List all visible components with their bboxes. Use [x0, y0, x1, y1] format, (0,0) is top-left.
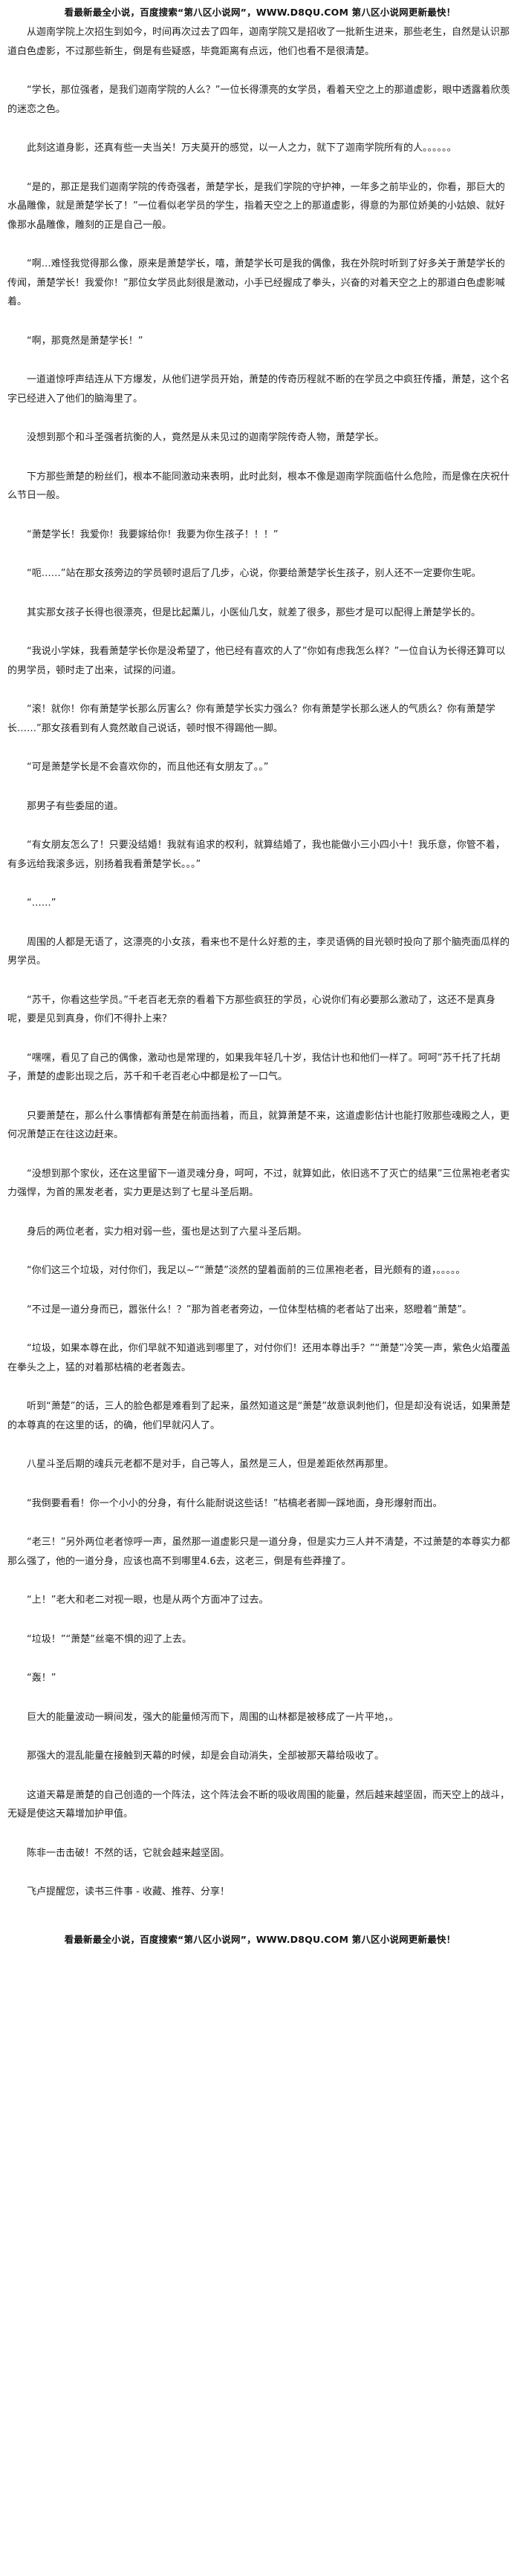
- paragraph: “是的，那正是我们迦南学院的传奇强者，萧楚学长，是我们学院的守护神，一年多之前毕…: [7, 181, 505, 231]
- paragraph: “你们这三个垃圾，对付你们，我足以~”“萧楚”淡然的望着面前的三位黑袍老者，目光…: [27, 1265, 466, 1276]
- paragraph: “轰！”: [27, 1673, 56, 1684]
- paragraph: 听到“萧楚”的话，三人的脸色都是难看到了起来，虽然知道这是“萧楚”故意讽刺他们，…: [7, 1401, 510, 1431]
- paragraph: “垃圾，如果本尊在此，你们早就不知道逃到哪里了，对付你们！还用本尊出手？”“萧楚…: [7, 1343, 510, 1373]
- paragraph: “不过是一道分身而已，嚣张什么！？”那为首老者旁边，一位体型枯槁的老者站了出来，…: [27, 1304, 472, 1315]
- site-support-note: 飞卢提醒您，读书三件事 - 收藏、推荐、分享！: [27, 1886, 230, 1897]
- paragraph: “我倒要看看！你一个小小的分身，有什么能耐说这些话！”枯槁老者脚一踩地面，身形爆…: [27, 1497, 443, 1509]
- paragraph: “呃……”站在那女孩旁边的学员顿时退后了几步，心说，你要给萧楚学长生孩子，别人还…: [27, 568, 481, 579]
- paragraph: 那强大的混乱能量在接触到天幕的时候，却是会自动消失，全部被那天幕给吸收了。: [27, 1750, 385, 1762]
- paragraph: “啊，那竟然是萧楚学长！”: [27, 335, 143, 347]
- paragraph: 身后的两位老者，实力相对弱一些，蛋也是达到了六星斗圣后期。: [27, 1226, 308, 1238]
- paragraph: “垃圾！”“萧楚”丝毫不惧的迎了上去。: [27, 1633, 192, 1645]
- reader-tip: 陈非一击击破！不然的话，它就会越来越坚固。: [27, 1847, 230, 1859]
- paragraph: 此刻这道身影，还真有些一夫当关！万夫莫开的感觉，以一人之力，就下了迦南学院所有的…: [27, 143, 457, 154]
- paragraph: “没想到那个家伙，还在这里留下一道灵魂分身，呵呵，不过，就算如此，依旧逃不了灭亡…: [7, 1168, 510, 1199]
- footer-banner: 看最新最全小说，百度搜索“第八区小说网”，WWW.D8QU.COM 第八区小说网…: [64, 1933, 456, 1945]
- paragraph: “上！”老大和老二对视一眼，也是从两个方面冲了过去。: [27, 1595, 269, 1606]
- paragraph: 下方那些萧楚的粉丝们，根本不能同激动来表明，此时此刻，根本不像是迦南学院面临什么…: [7, 471, 510, 502]
- paragraph: 其实那女孩子长得也很漂亮，但是比起薰儿，小医仙几女，就差了很多，那些才是可以配得…: [27, 607, 481, 618]
- paragraph: “萧楚学长！我爱你！我要嫁给你！我要为你生孩子！！！”: [27, 529, 279, 540]
- paragraph: 八星斗圣后期的魂兵元老都不是对手，自己等人，虽然是三人，但是差距依然再那里。: [27, 1459, 394, 1470]
- page: 看最新最全小说，百度搜索“第八区小说网”，WWW.D8QU.COM 第八区小说网…: [7, 0, 513, 2576]
- paragraph: “学长，那位强者，是我们迦南学院的人么？”一位长得漂亮的女学员，看着天空之上的那…: [7, 85, 510, 115]
- paragraph: 周围的人都是无语了，这漂亮的小女孩，看来也不是什么好惹的主，李灵语俩的目光顿时投…: [7, 936, 510, 967]
- chapter-body: 从迦南学院上次招生到如今，时间再次过去了四年，迦南学院又是招收了一批新生进来，那…: [7, 23, 513, 1902]
- paragraph: 只要萧楚在，那么什么事情都有萧楚在前面挡着，而且，就算萧楚不来，这道虚影估计也能…: [7, 1110, 510, 1141]
- paragraph: 一道道惊呼声结连从下方爆发，从他们进学员开始，萧楚的传奇历程就不断的在学员之中疯…: [7, 374, 510, 405]
- paragraph: “我说小学妹，我看萧楚学长你是没希望了，他已经有喜欢的人了”你如有虑我怎么样？”…: [7, 646, 506, 676]
- paragraph: “啊…难怪我觉得那么像，原来是萧楚学长，嘻，萧楚学长可是我的偶像，我在外院时听到…: [7, 258, 505, 307]
- paragraph: 巨大的能量波动一瞬间发，强大的能量倾泻而下，周围的山林都是被移成了一片平地，。: [27, 1711, 399, 1723]
- paragraph: “有女朋友怎么了！只要没结婚！我就有追求的权利，就算结婚了，我也能做小三小四小十…: [7, 840, 505, 870]
- paragraph: 那男子有些委屈的道。: [27, 800, 124, 812]
- paragraph: 从迦南学院上次招生到如今，时间再次过去了四年，迦南学院又是招收了一批新生进来，那…: [7, 27, 510, 57]
- paragraph: “老三！”另外两位老者惊呼一声，虽然那一道虚影只是一道分身，但是实力三人并不清楚…: [7, 1537, 510, 1567]
- paragraph: “可是萧楚学长是不会喜欢你的，而且他还有女朋友了。。”: [27, 762, 269, 773]
- paragraph: “……”: [27, 898, 56, 909]
- paragraph: “滚！就你！你有萧楚学长那么厉害么？你有萧楚学长实力强么？你有萧楚学长那么迷人的…: [7, 704, 495, 734]
- header-banner: 看最新最全小说，百度搜索“第八区小说网”，WWW.D8QU.COM 第八区小说网…: [64, 7, 456, 18]
- paragraph: 没想到那个和斗圣强者抗衡的人，竟然是从未见过的迦南学院传奇人物，萧楚学长。: [27, 432, 385, 443]
- paragraph: 这道天幕是萧楚的自己创造的一个阵法，这个阵法会不断的吸收周围的能量，然后越来越坚…: [7, 1789, 510, 1820]
- paragraph: “苏千，你看这些学员。”千老百老无奈的看着下方那些疯狂的学员，心说你们有必要那么…: [7, 994, 495, 1025]
- paragraph: “嘿嘿，看见了自己的偶像，激动也是常理的，如果我年轻几十岁，我估计也和他们一样了…: [7, 1052, 501, 1083]
